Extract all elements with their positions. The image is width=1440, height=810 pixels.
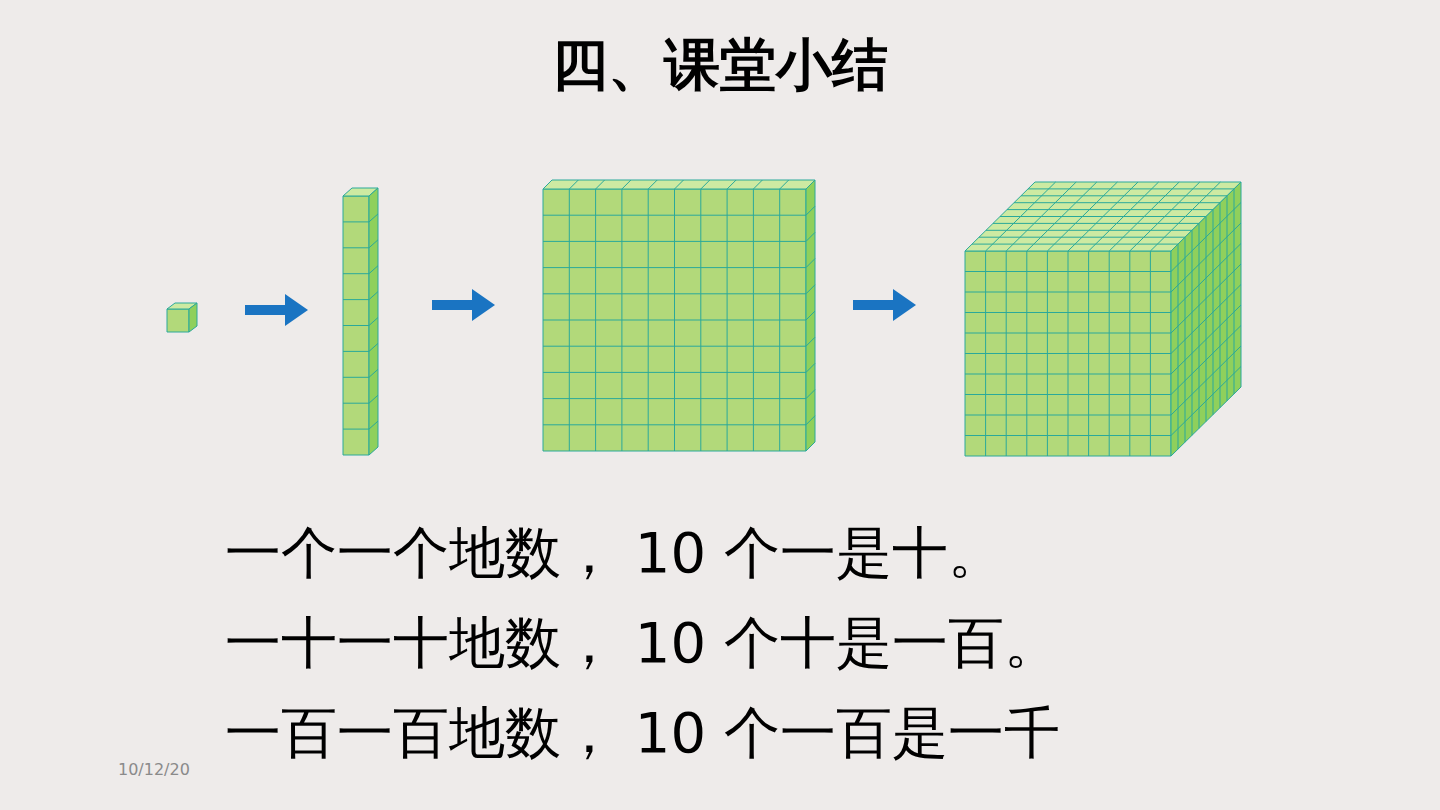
grid-line [727,180,736,189]
arrow-shaft [432,300,474,310]
grid-line [343,325,369,326]
arrow-head [893,289,916,321]
grid-line [369,292,378,300]
grid-line [1171,346,1241,415]
grid-line [343,351,369,352]
grid-line [369,369,378,377]
grid-line [569,180,578,189]
grid-line [543,424,806,425]
grid-line [806,337,815,346]
grid-line [1014,202,1220,203]
grid-line [1171,244,1241,313]
arrow-shaft [853,300,895,310]
grid-line [543,267,806,268]
grid-line [993,223,1199,224]
grid-line [806,363,815,372]
grid-line [965,292,1171,293]
grid-line [806,259,815,268]
grid-line [369,395,378,403]
grid-line [1171,264,1241,333]
grid-line [596,180,605,189]
grid-line [1171,203,1241,272]
grid-line [806,416,815,425]
grid-line [543,398,806,399]
grid-line [1171,305,1241,374]
block-face [343,196,369,455]
grid-line [543,215,806,216]
grid-line [780,180,789,189]
grid-line [543,320,806,321]
grid-line [965,333,1171,334]
summary-line: 一个一个地数， 10 个一是十。 [225,518,1004,588]
grid-line [1021,195,1227,196]
grid-line [648,180,657,189]
grid-line [1171,326,1241,395]
grid-line [675,180,684,189]
grid-line [701,180,710,189]
cube-blocks [167,180,1241,456]
grid-line [343,299,369,300]
date-stamp: 10/12/20 [118,760,190,779]
block-face [189,303,197,332]
grid-line [986,230,1192,231]
grid-line [1171,285,1241,354]
grid-line [965,353,1171,354]
grid-line [965,312,1171,313]
block-face [543,180,815,189]
grid-line [369,240,378,248]
grid-line [543,241,806,242]
grid-line [369,343,378,351]
grid-line [369,318,378,326]
grid-line [543,372,806,373]
grid-line [1007,209,1213,210]
grid-line [965,374,1171,375]
block-face [543,189,806,451]
grid-line [806,390,815,399]
slide-title: 四、课堂小结 [0,28,1440,104]
grid-line [979,237,1185,238]
arrow-shaft [245,305,287,315]
grid-line [1000,216,1206,217]
block-face [167,309,189,332]
arrow-head [285,294,308,326]
grid-line [343,429,369,430]
grid-line [343,247,369,248]
grid-line [806,206,815,215]
grid-line [343,273,369,274]
grid-line [1171,223,1241,292]
block-face [965,251,1171,456]
grid-line [369,214,378,222]
block-face [1171,182,1241,456]
grid-line [369,266,378,274]
block-face [369,188,378,455]
grid-line [343,377,369,378]
grid-line [806,232,815,241]
grid-line [806,285,815,294]
grid-line [965,415,1171,416]
summary-line: 一百一百地数， 10 个一百是一千 [225,698,1060,768]
grid-line [543,293,806,294]
grid-line [343,221,369,222]
arrows [245,289,916,326]
grid-line [965,271,1171,272]
summary-line: 一十一十地数， 10 个十是一百。 [225,608,1060,678]
block-face [806,180,815,451]
grid-line [965,394,1171,395]
grid-line [806,311,815,320]
grid-line [369,421,378,429]
grid-line [622,180,631,189]
grid-line [543,346,806,347]
grid-line [1028,188,1234,189]
arrow-head [472,289,495,321]
grid-line [972,244,1178,245]
grid-line [753,180,762,189]
grid-line [965,435,1171,436]
grid-line [1171,367,1241,436]
grid-line [343,403,369,404]
